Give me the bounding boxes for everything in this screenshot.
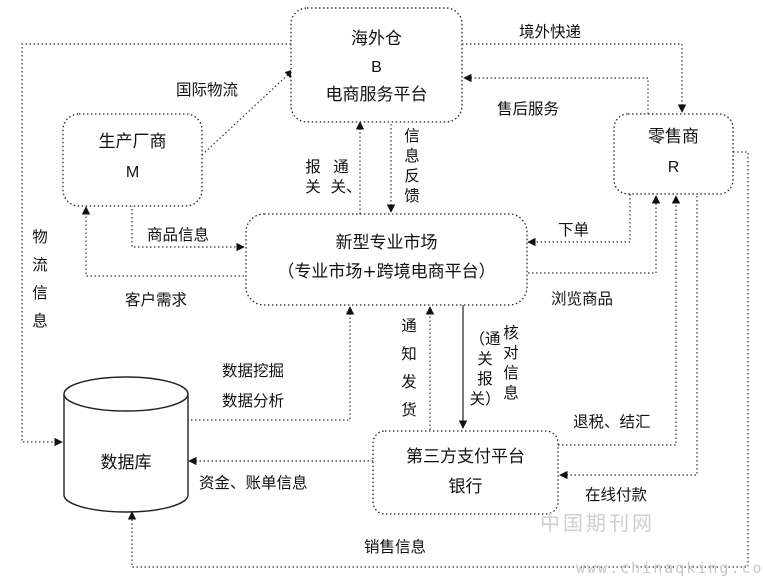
label-feedback-3: 反 bbox=[404, 167, 420, 185]
edge-online-payment bbox=[559, 196, 698, 480]
label-feedback-2: 息 bbox=[404, 147, 420, 165]
label-product-info: 商品信息 bbox=[147, 226, 209, 244]
node-market bbox=[245, 213, 528, 306]
node-retailer bbox=[613, 113, 734, 195]
label-sales-info: 销售信息 bbox=[364, 538, 426, 556]
watermark-url: www.chinaqking.com bbox=[576, 559, 763, 577]
label-notify-1: 通 bbox=[401, 317, 417, 335]
payment-title: 第三方支付平台 bbox=[406, 447, 525, 467]
label-feedback-1: 信 bbox=[404, 127, 420, 145]
retailer-title: 零售商 bbox=[648, 127, 699, 147]
label-feedback-4: 馈 bbox=[404, 187, 420, 205]
label-browse: 浏览商品 bbox=[551, 290, 613, 308]
label-tax-refund: 退税、结汇 bbox=[573, 413, 651, 431]
label-notify-4: 货 bbox=[401, 401, 417, 419]
node-overseas-warehouse bbox=[290, 7, 463, 123]
watermark-logo-text: 中国期刊网 bbox=[540, 511, 655, 535]
label-customs-3: 通 bbox=[333, 158, 349, 176]
label-logistics-3: 信 bbox=[32, 284, 48, 302]
label-notify-3: 发 bbox=[401, 373, 417, 391]
label-clearance-4: 关） bbox=[469, 390, 500, 408]
label-customs-4: 关、 bbox=[330, 178, 361, 196]
label-notify-2: 知 bbox=[401, 345, 417, 363]
database-title: 数据库 bbox=[101, 453, 152, 473]
label-funds-bills: 资金、账单信息 bbox=[199, 474, 308, 492]
label-online-payment: 在线付款 bbox=[585, 486, 648, 504]
warehouse-title: 海外仓 bbox=[351, 29, 402, 49]
label-verify-3: 信 bbox=[503, 364, 519, 382]
label-customer-demand: 客户需求 bbox=[125, 291, 187, 309]
node-database bbox=[63, 376, 189, 513]
edge-logistics-info bbox=[21, 43, 291, 447]
label-verify-4: 息 bbox=[503, 384, 519, 402]
node-manufacturer bbox=[62, 113, 203, 207]
label-logistics-4: 息 bbox=[32, 312, 48, 330]
edge-intl-logistics bbox=[201, 69, 294, 156]
market-title: 新型专业市场 bbox=[336, 233, 438, 253]
label-logistics-1: 物 bbox=[32, 228, 48, 246]
label-order: 下单 bbox=[558, 221, 589, 239]
manufacturer-code: M bbox=[126, 164, 139, 181]
label-after-sales: 售后服务 bbox=[497, 100, 559, 118]
warehouse-code: B bbox=[371, 59, 382, 76]
market-subtitle: （专业市场+跨境电商平台） bbox=[277, 262, 495, 282]
label-data-analysis: 数据分析 bbox=[222, 392, 284, 410]
edge-cross-border-delivery bbox=[462, 43, 687, 113]
warehouse-subtitle: 电商服务平台 bbox=[326, 85, 428, 105]
label-verify-1: 核 bbox=[503, 324, 519, 342]
payment-subtitle: 银行 bbox=[449, 477, 483, 497]
label-verify-2: 对 bbox=[503, 344, 519, 362]
edge-browse bbox=[528, 195, 661, 274]
edge-order bbox=[527, 194, 631, 247]
label-customs-1: 报 bbox=[305, 158, 321, 176]
retailer-code: R bbox=[668, 159, 680, 176]
label-intl-logistics: 国际物流 bbox=[176, 81, 238, 99]
edge-customer-demand bbox=[81, 206, 244, 277]
label-customs-2: 关 bbox=[305, 178, 321, 196]
edge-after-sales bbox=[463, 73, 649, 114]
label-clearance-1: （通 bbox=[469, 330, 501, 348]
node-payment bbox=[372, 430, 559, 515]
label-logistics-2: 流 bbox=[32, 256, 48, 274]
label-clearance-2: 关 bbox=[477, 350, 493, 368]
edge-tax-refund bbox=[558, 195, 681, 446]
manufacturer-title: 生产厂商 bbox=[99, 132, 167, 152]
label-data-mining: 数据挖掘 bbox=[222, 362, 284, 380]
label-cross-border-delivery: 境外快递 bbox=[519, 22, 581, 41]
edge-product-info bbox=[131, 205, 245, 252]
edge-sales-info bbox=[127, 151, 749, 568]
label-clearance-3: 报 bbox=[477, 370, 493, 388]
